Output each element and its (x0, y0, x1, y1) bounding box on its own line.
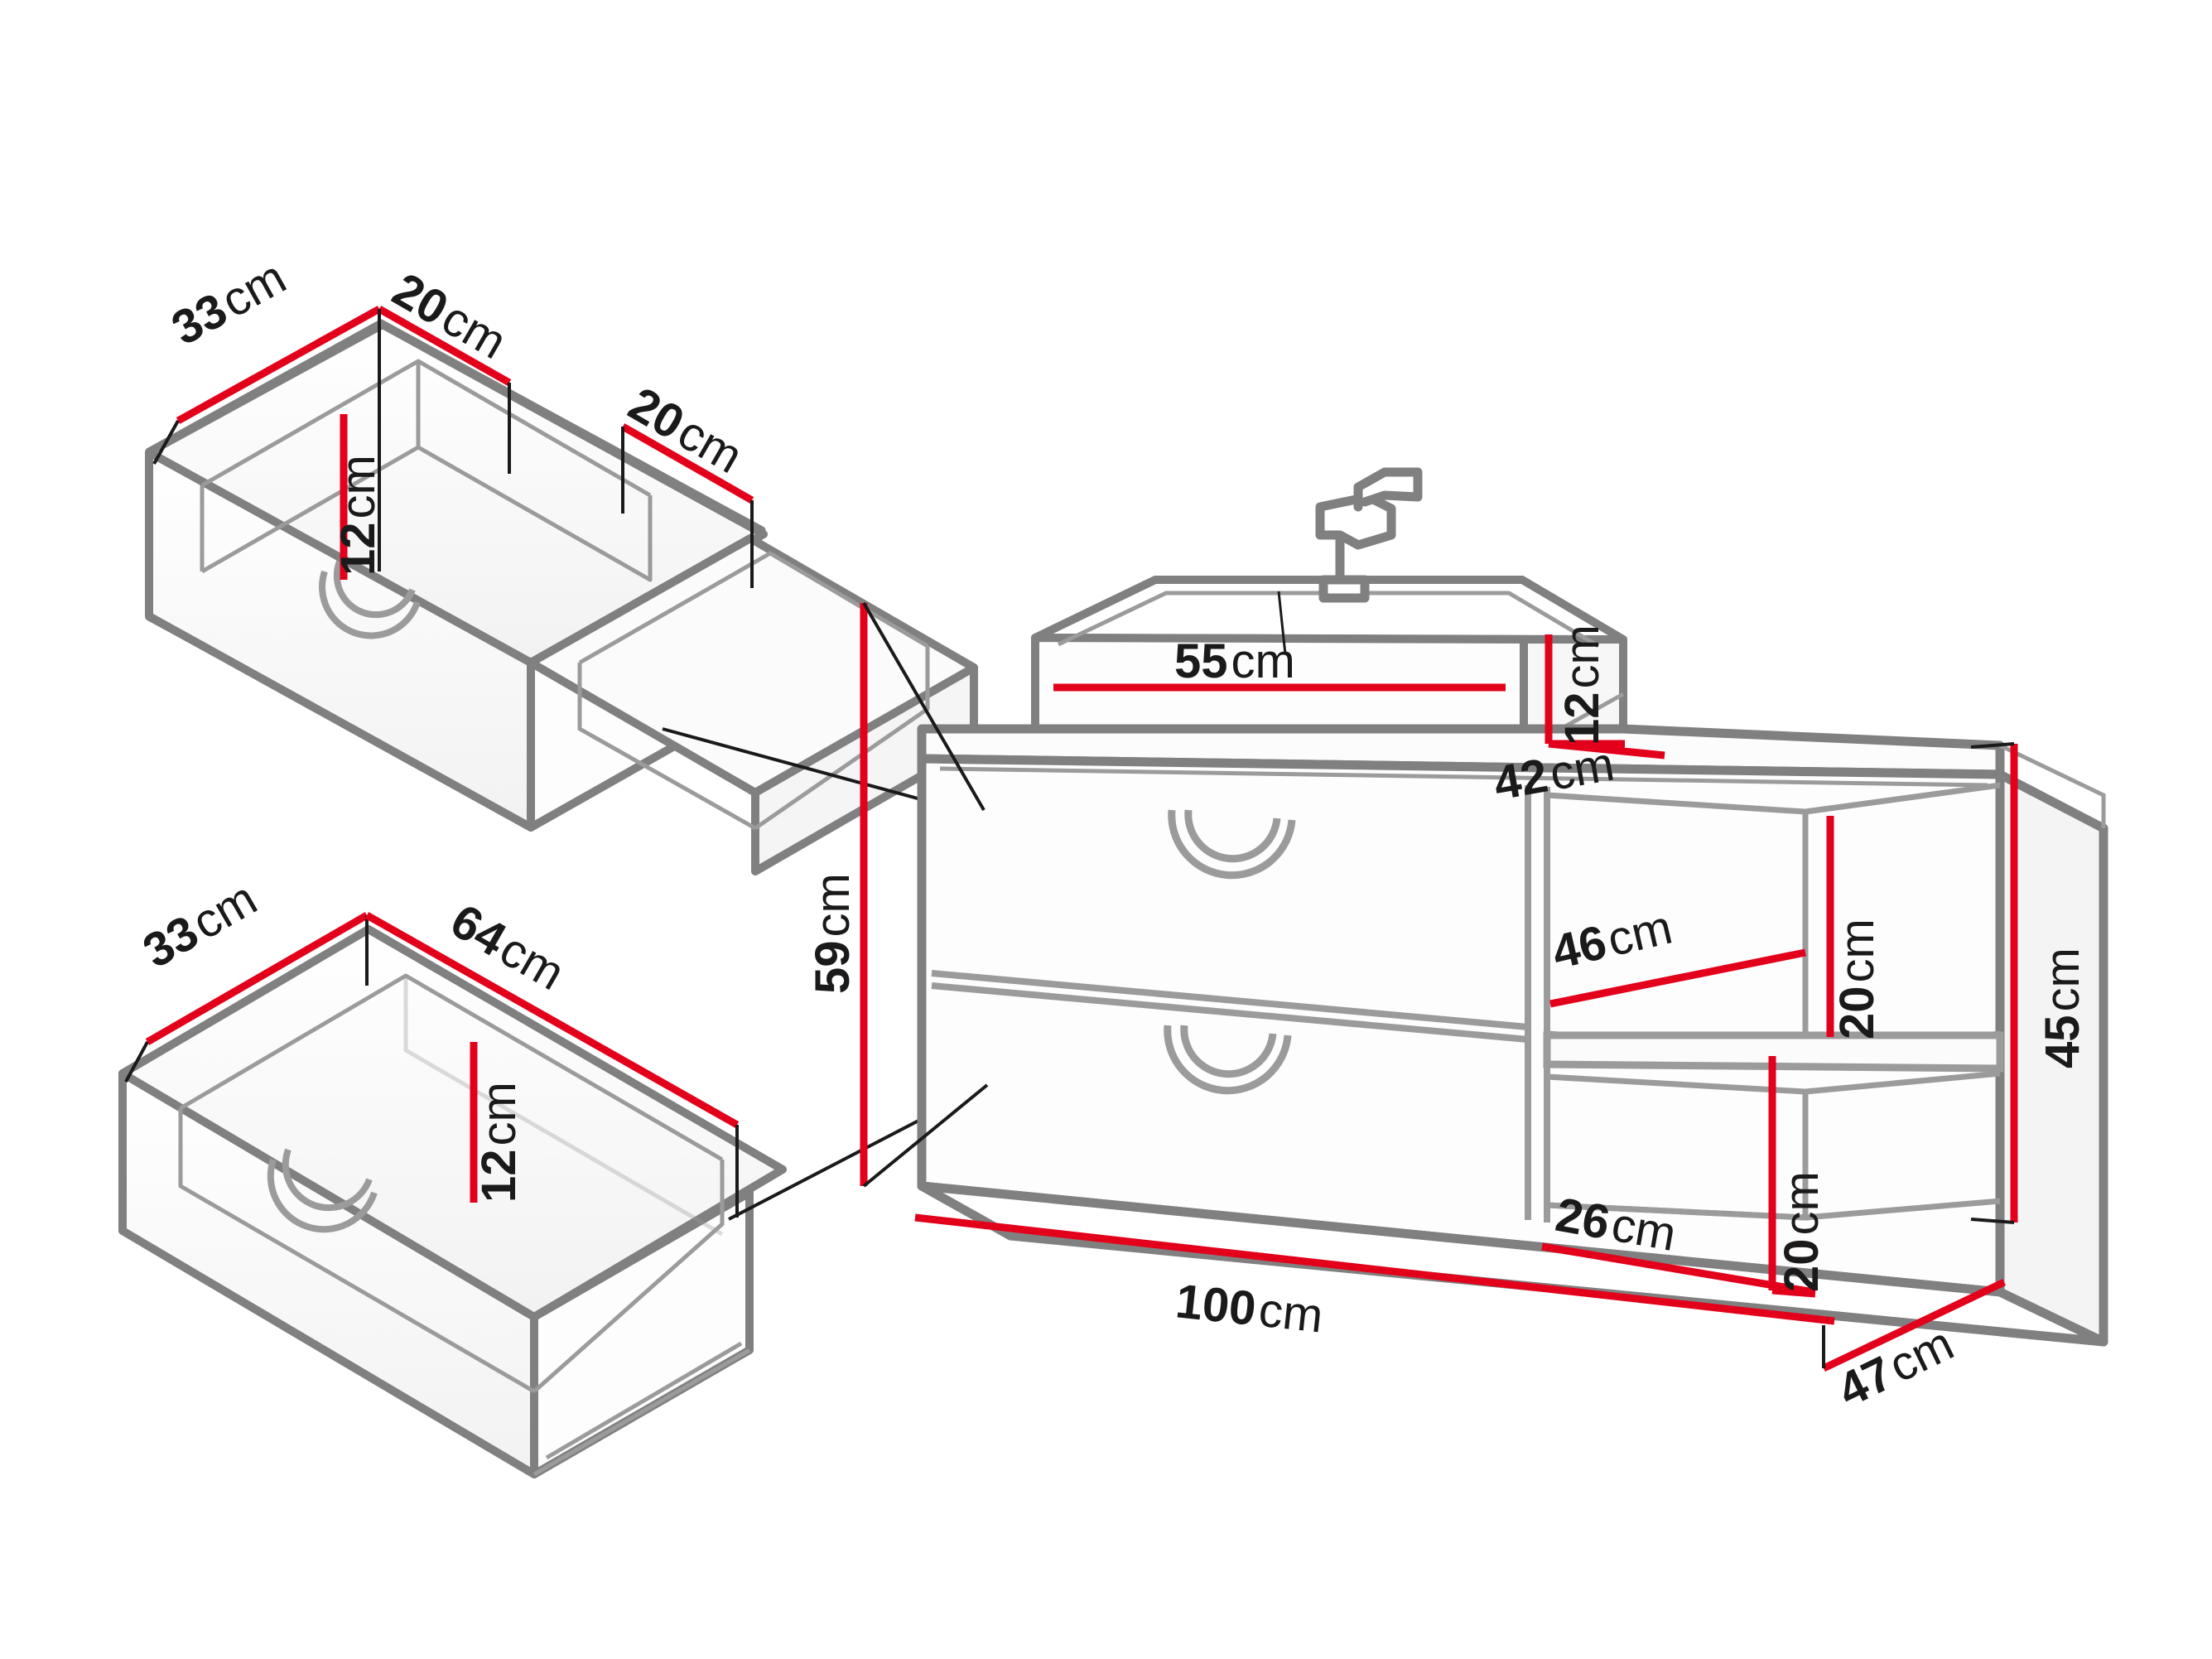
basin-depth-value: 42 (1490, 749, 1552, 811)
shelf-upper-top-depth (1805, 782, 2001, 815)
shelf-lower-width-label: 26cm (1552, 1188, 1680, 1261)
dimension-basin-depth: 42cm (1490, 736, 1665, 811)
cabinet-drawer-divider-line (931, 970, 1529, 1030)
dimension-divided-drawer-height: 12cm (331, 309, 385, 580)
faucet-icon (1315, 467, 1423, 603)
part-divided-drawer: 33cm 20cm 12cm 20cm (145, 250, 982, 875)
cabinet-width-line (914, 1213, 1835, 1325)
part-vanity-cabinet: 59cm 55cm 12cm 42cm 46cm (806, 467, 2108, 1418)
cabinet-lower-drawer-handle-icon (1164, 1025, 1292, 1095)
divided-drawer-height-unit: cm (331, 455, 385, 518)
shelf-lower-height-unit: cm (1775, 1171, 1829, 1235)
shelf-lower-height-base (1771, 1286, 1816, 1298)
countertop-right-edge (1998, 743, 2106, 828)
divided-drawer-inner-floor-right (577, 663, 757, 831)
divided-drawer-inner-right-back (754, 646, 930, 831)
wide-drawer-handle-icon (267, 1148, 378, 1233)
wide-drawer-inner-floor-left (178, 1108, 536, 1394)
shelf-middle-slab (1543, 1031, 2004, 1073)
wide-drawer-depth-ext-a (124, 1041, 149, 1083)
cabinet-total-height-label: 59cm (806, 873, 860, 994)
dimension-shelf-lower-height: 20cm (1768, 1056, 1829, 1298)
divided-drawer-inner-wall-right (578, 551, 929, 665)
wide-drawer-height-value: 12 (472, 1149, 526, 1203)
dimension-wide-drawer-height: 12cm (470, 1042, 526, 1203)
basin-depth-unit: cm (1545, 736, 1617, 800)
cabinet-total-height-leader-top (862, 601, 986, 812)
dimension-cabinet-body-height: 45cm (1970, 742, 2089, 1224)
divided-drawer-depth-line (176, 306, 382, 424)
shelf-lower-height-label: 20cm (1775, 1171, 1829, 1292)
wide-drawer-bottom-edge (533, 1348, 751, 1477)
dimension-cabinet-width: 100cm (914, 1213, 1835, 1343)
basin-depth-line (1548, 740, 1665, 760)
wide-drawer-inner-back (403, 976, 724, 1237)
cabinet-total-height-value: 59 (806, 940, 860, 994)
basin-width-value: 55 (1174, 634, 1228, 688)
wide-drawer-top-rim (118, 925, 787, 1321)
basin-depth-label: 42cm (1490, 736, 1618, 810)
shelf-lower-width-unit: cm (1607, 1198, 1679, 1261)
cabinet-body-height-ext-b (1970, 1218, 2015, 1224)
part-wide-drawer: 33cm 64cm 12cm (118, 871, 988, 1478)
cabinet-body-height-value: 45 (2036, 1015, 2089, 1068)
shelf-lower-height-value: 20 (1775, 1238, 1829, 1292)
cabinet-body-height-unit: cm (2036, 948, 2089, 1011)
wide-drawer-depth-line (145, 912, 369, 1045)
basin-height-unit: cm (1555, 625, 1609, 688)
divided-drawer-inner-floor-left (200, 445, 420, 574)
cabinet-width-unit: cm (1256, 1283, 1326, 1343)
wide-drawer-height-unit: cm (472, 1082, 526, 1145)
shelf-upper-width-value: 46 (1547, 915, 1611, 980)
divided-drawer-height-label: 12cm (331, 455, 385, 576)
countertop-edge-line (939, 766, 1988, 788)
wide-drawer-inner-floor-right (533, 1160, 725, 1393)
divided-drawer-divider (416, 361, 653, 582)
cabinet-bottom-slab (917, 1181, 2108, 1347)
shelf-lower-width-line (1541, 1242, 1814, 1296)
wide-drawer-bottom-edge-inner (545, 1341, 743, 1460)
divided-drawer-width-left-line (377, 306, 512, 386)
divided-drawer-width-right-line (620, 423, 754, 504)
basin-height-value: 12 (1555, 692, 1609, 745)
dimension-shelf-lower-width: 26cm (1541, 1188, 1814, 1296)
dimension-cabinet-total-height: 59cm (806, 601, 989, 1188)
shelf-upper-width-line (1549, 948, 1806, 1008)
basin-width-label: 55cm (1174, 634, 1295, 688)
dimension-basin-width: 55cm (1053, 591, 1506, 692)
shelf-upper-height-value: 20 (1830, 986, 1884, 1039)
divided-drawer-depth-ext-a (152, 420, 180, 465)
wide-drawer-height-label: 12cm (472, 1082, 526, 1203)
divided-drawer-left-rim (145, 321, 768, 667)
dimension-shelf-upper-height: 20cm (1826, 816, 1884, 1039)
divided-drawer-handle-icon (319, 560, 421, 639)
cabinet-drawer-divider-line-2 (931, 982, 1529, 1043)
shelf-lower-top-depth (1805, 1070, 2001, 1095)
cabinet-total-height-unit: cm (806, 873, 860, 937)
shelf-lower-bottom-depth (1805, 1198, 2001, 1221)
cabinet-upper-drawer-handle-icon (1168, 809, 1296, 880)
wide-drawer-width-line (364, 912, 740, 1128)
cabinet-width-label: 100cm (1173, 1274, 1326, 1343)
shelf-upper-height-label: 20cm (1830, 919, 1884, 1039)
basin-height-label: 12cm (1555, 625, 1609, 745)
divided-drawer-height-value: 12 (331, 522, 385, 576)
wide-drawer-inner-wall (179, 973, 724, 1162)
cabinet-depth-line (1822, 1278, 2006, 1372)
cabinet-body-height-label: 45cm (2036, 948, 2089, 1068)
cabinet-total-height-leader-bottom (862, 1083, 989, 1188)
cabinet-body-height-ext-a (1970, 742, 2015, 749)
basin-width-unit: cm (1231, 634, 1295, 688)
shelf-upper-height-unit: cm (1830, 919, 1884, 982)
basin-width-tick (1277, 591, 1287, 655)
shelf-lower-floor (1546, 1202, 1806, 1221)
cabinet-width-value: 100 (1173, 1274, 1259, 1336)
shelf-lower-width-value: 26 (1552, 1188, 1614, 1250)
